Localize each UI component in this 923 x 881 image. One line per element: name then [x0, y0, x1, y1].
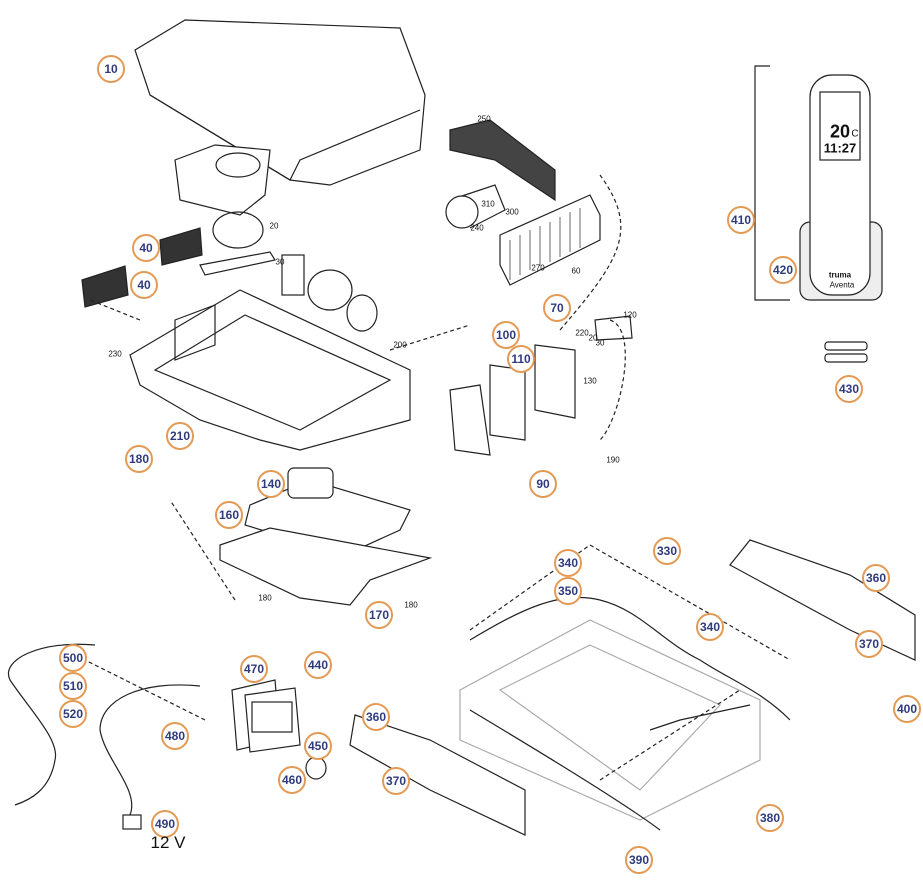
part-label-30: 30 [275, 257, 285, 267]
knob [305, 756, 327, 780]
part-label-230: 230 [108, 349, 122, 359]
callout-40: 40 [132, 234, 160, 262]
wiring-harness [469, 596, 791, 721]
callout-500: 500 [59, 644, 87, 672]
callout-480: 480 [161, 722, 189, 750]
impeller [212, 211, 264, 249]
part-label-300: 300 [505, 207, 519, 217]
remote-temperature: 20 [829, 121, 851, 142]
remote-brand: truma [828, 270, 852, 280]
callout-440: 440 [304, 651, 332, 679]
part-label-180: 180 [258, 593, 272, 603]
callout-370: 370 [855, 630, 883, 658]
callout-390: 390 [625, 846, 653, 874]
part-label-200: 200 [393, 340, 407, 350]
callout-470: 470 [240, 655, 268, 683]
callout-160: 160 [215, 501, 243, 529]
part-label-60: 60 [571, 266, 581, 276]
callout-140: 140 [257, 470, 285, 498]
fan-wheel [307, 269, 353, 311]
part-label-130: 130 [583, 376, 597, 386]
callout-180: 180 [125, 445, 153, 473]
part-label-120: 120 [623, 310, 637, 320]
part-label-250: 250 [477, 114, 491, 124]
grilles [81, 227, 203, 308]
callout-170: 170 [365, 601, 393, 629]
callout-10: 10 [97, 55, 125, 83]
callout-330: 330 [653, 537, 681, 565]
connector-12v [122, 814, 142, 830]
remote-model: Aventa [829, 280, 855, 290]
callout-460: 460 [278, 766, 306, 794]
remote-unit: C [851, 128, 859, 140]
callout-340: 340 [554, 549, 582, 577]
cover-plate [449, 384, 491, 456]
callout-490: 490 [151, 810, 179, 838]
part-label-270: 270 [531, 263, 545, 273]
callout-110: 110 [507, 345, 535, 373]
callout-450: 450 [304, 732, 332, 760]
side-trim-right [729, 539, 916, 661]
callout-380: 380 [756, 804, 784, 832]
callout-400: 400 [893, 695, 921, 723]
callout-410: 410 [727, 206, 755, 234]
part-label-190: 190 [606, 455, 620, 465]
callout-210: 210 [166, 422, 194, 450]
callout-420: 420 [769, 256, 797, 284]
side-trim-left [349, 714, 526, 836]
cable-500 [7, 643, 96, 806]
part-label-240: 240 [470, 223, 484, 233]
callout-350: 350 [554, 577, 582, 605]
part-label-220: 220 [575, 328, 589, 338]
mounting-frame [219, 527, 433, 606]
blower-housing [174, 144, 271, 216]
part-label-20: 20 [588, 333, 598, 343]
callout-360: 360 [362, 703, 390, 731]
callout-370: 370 [382, 767, 410, 795]
callout-340: 340 [696, 613, 724, 641]
base-frame [129, 289, 411, 451]
callout-100: 100 [492, 321, 520, 349]
ceiling-frame [459, 619, 761, 821]
callout-360: 360 [862, 564, 890, 592]
cable-480 [99, 684, 201, 816]
part-label-20: 20 [269, 221, 279, 231]
part-label-180: 180 [404, 600, 418, 610]
condenser-coil [449, 119, 556, 202]
callout-70: 70 [543, 294, 571, 322]
callout-510: 510 [59, 672, 87, 700]
remote-time: 11:27 [823, 140, 857, 156]
pcb [489, 364, 526, 441]
callout-520: 520 [59, 700, 87, 728]
callout-90: 90 [529, 470, 557, 498]
part-label-310: 310 [481, 199, 495, 209]
control-box [534, 344, 576, 419]
voltage-label: 12 V [150, 833, 186, 852]
part-label-30: 30 [595, 338, 605, 348]
callout-40: 40 [130, 271, 158, 299]
batteries [824, 341, 868, 363]
callout-430: 430 [835, 375, 863, 403]
